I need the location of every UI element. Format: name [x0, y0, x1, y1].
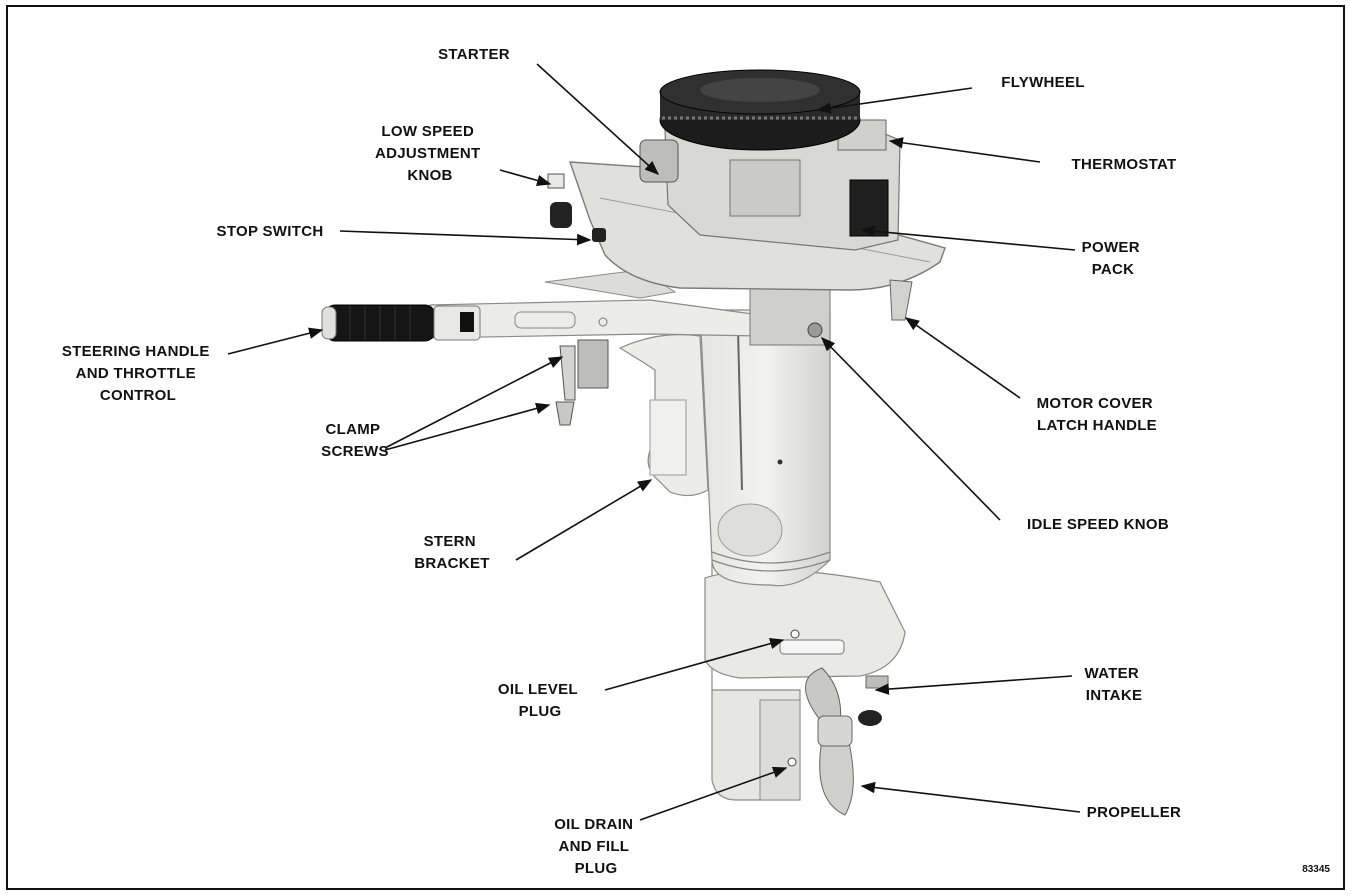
tilt-rod — [737, 329, 743, 491]
clamp-screw-lower — [555, 401, 575, 426]
exhaust-bulge — [717, 503, 783, 557]
plate-decal — [779, 639, 845, 655]
leader-steering — [227, 327, 324, 355]
leader-clamp-2 — [384, 402, 551, 451]
label-stop-switch: STOP SWITCH — [217, 223, 324, 240]
grip-ribs — [349, 306, 411, 340]
outboard-motor-illustration — [321, 69, 946, 816]
figure-number: 83345 — [1302, 864, 1330, 875]
leader-power-pack — [860, 225, 1076, 251]
leader-low-speed — [499, 169, 552, 187]
leader-flywheel — [816, 87, 973, 114]
label-oil-level-plug: OIL LEVEL PLUG — [498, 681, 582, 720]
leader-stop-switch — [339, 230, 592, 246]
flywheel-inner — [700, 78, 820, 102]
label-oil-drain-fill-plug: OIL DRAIN AND FILL PLUG — [554, 816, 638, 877]
label-water-intake: WATER INTAKE — [1084, 665, 1143, 704]
handle-screw — [598, 317, 608, 327]
propeller-hub — [817, 715, 853, 747]
cavitation-plate — [704, 569, 906, 679]
starter-body — [639, 139, 679, 183]
label-stern-bracket: STERN BRACKET — [414, 533, 489, 572]
latch-handle-shape — [889, 279, 913, 321]
stern-bracket-plate — [649, 399, 687, 476]
label-motor-cover-latch: MOTOR COVER LATCH HANDLE — [1037, 395, 1158, 434]
stop-switch-shape — [592, 228, 606, 242]
carburetor — [729, 159, 801, 217]
propeller-blade-upper — [805, 667, 842, 725]
label-starter: STARTER — [438, 46, 510, 63]
power-pack-box — [849, 179, 889, 237]
leader-clamp-1 — [384, 356, 564, 449]
leader-oil-drain — [639, 766, 788, 821]
handle-slot — [514, 311, 576, 329]
label-steering-handle: STEERING HANDLE AND THROTTLE CONTROL — [62, 343, 214, 404]
clamp-block — [577, 339, 609, 389]
drain-plug-mark — [787, 757, 797, 767]
label-idle-speed-knob: IDLE SPEED KNOB — [1027, 516, 1169, 533]
water-intake-grille — [865, 675, 889, 689]
leader-lines — [227, 63, 1081, 821]
clamp-screw-upper — [559, 345, 576, 401]
propeller-blade-lower — [819, 737, 854, 816]
label-power-pack: POWER PACK — [1082, 239, 1145, 278]
oil-level-plug-mark — [790, 629, 800, 639]
midsection-dot — [777, 459, 783, 465]
leader-thermostat — [888, 137, 1041, 163]
leader-stern-bracket — [515, 479, 653, 561]
leader-propeller — [860, 781, 1081, 813]
labels: STARTER FLYWHEEL LOW SPEED ADJUSTMENT KN… — [62, 46, 1331, 877]
leader-water-intake — [874, 675, 1073, 695]
figure-border — [6, 5, 1345, 890]
leader-latch — [904, 317, 1021, 399]
choke-knob — [550, 202, 572, 228]
throttle-marker — [460, 312, 474, 332]
leader-starter — [536, 63, 660, 175]
label-flywheel: FLYWHEEL — [1001, 74, 1085, 91]
label-low-speed-adjustment-knob: LOW SPEED ADJUSTMENT KNOB — [375, 123, 485, 184]
midsection-rings — [711, 551, 831, 572]
prop-cone — [858, 710, 882, 726]
leader-idle-speed — [820, 336, 1001, 521]
grip-end-cap — [321, 306, 337, 340]
label-thermostat: THERMOSTAT — [1072, 156, 1177, 173]
label-propeller: PROPELLER — [1087, 804, 1181, 821]
leader-oil-level — [604, 637, 785, 691]
low-speed-knob-shape — [547, 173, 565, 189]
label-clamp-screws: CLAMP SCREWS — [321, 421, 389, 460]
idle-knob — [807, 322, 823, 338]
skeg — [759, 699, 801, 801]
